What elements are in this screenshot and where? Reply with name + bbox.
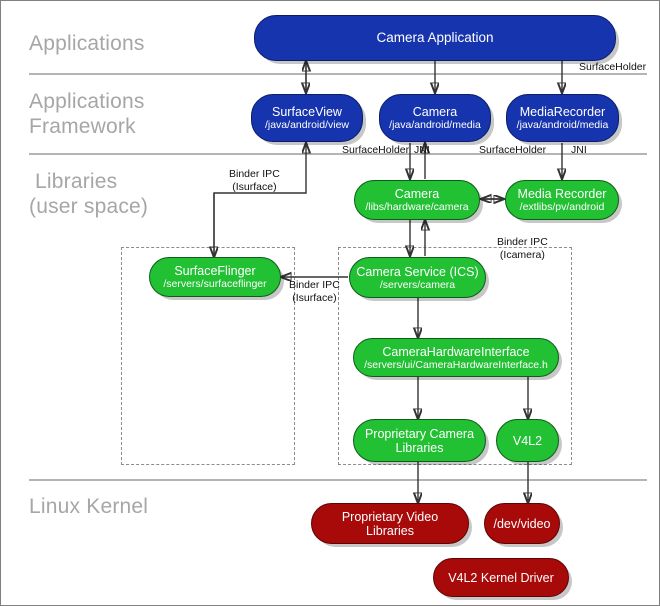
- node-dev-video[interactable]: /dev/video: [484, 503, 560, 544]
- edge-label-surfaceholder-camera: SurfaceHolder: [342, 144, 410, 156]
- node-subtitle: /libs/hardware/camera: [365, 201, 469, 213]
- node-title: Proprietary Video: [341, 509, 439, 524]
- node-subtitle: /java/android/media: [389, 119, 481, 131]
- node-title: Camera Application: [376, 30, 494, 45]
- edge-label-binder-ipc-isurface-mid: Binder IPC (Isurface): [289, 279, 340, 304]
- node-title: CameraHardwareInterface: [382, 344, 530, 359]
- node-subtitle: Libraries: [395, 440, 444, 455]
- node-title: Camera Service (ICS): [356, 264, 479, 279]
- layer-divider-applications: [29, 73, 647, 75]
- node-proprietary-camera-libraries[interactable]: Proprietary Camera Libraries: [353, 419, 486, 462]
- node-subtitle: /servers/ui/CameraHardwareInterface.h: [364, 358, 548, 371]
- node-camera-application[interactable]: Camera Application: [254, 15, 616, 61]
- node-mediarecorder-java[interactable]: MediaRecorder /java/android/media: [506, 94, 619, 142]
- node-title: V4L2: [512, 433, 543, 448]
- node-title: SurfaceView: [272, 105, 342, 119]
- node-title: Camera: [412, 105, 458, 119]
- node-subtitle: /java/android/view: [264, 119, 350, 131]
- node-subtitle: Libraries: [366, 523, 414, 538]
- edge-label-surfaceholder-app: SurfaceHolder: [579, 61, 647, 73]
- edge-label-surfaceholder-mediarecorder: SurfaceHolder: [479, 144, 547, 156]
- node-proprietary-video-libraries[interactable]: Proprietary Video Libraries: [311, 503, 469, 544]
- node-subtitle: /servers/surfaceflinger: [163, 278, 267, 290]
- layer-label-applications: Applications: [29, 32, 145, 55]
- node-subtitle: /extlibs/pv/android: [519, 201, 605, 213]
- node-title: MediaRecorder: [519, 105, 606, 119]
- edge-label-binder-ipc-icamera: Binder IPC (Icamera): [497, 236, 548, 261]
- layer-divider-kernel: [29, 479, 647, 481]
- node-subtitle: /servers/camera: [379, 278, 456, 291]
- node-camera-java[interactable]: Camera /java/android/media: [379, 94, 491, 142]
- layer-label-linux-kernel: Linux Kernel: [29, 495, 149, 518]
- layer-divider-framework: [29, 153, 647, 155]
- node-camera-lib[interactable]: Camera /libs/hardware/camera: [354, 180, 480, 220]
- node-title: Media Recorder: [517, 187, 607, 201]
- layer-label-libraries: Libraries (user space): [29, 170, 149, 218]
- node-camera-service[interactable]: Camera Service (ICS) /servers/camera: [349, 257, 486, 298]
- dashed-group-camera-stack: [338, 247, 572, 465]
- node-camera-hardware-interface[interactable]: CameraHardwareInterface /servers/ui/Came…: [353, 338, 559, 377]
- layer-label-applications-framework: Applications Framework: [29, 90, 145, 138]
- node-surfaceview[interactable]: SurfaceView /java/android/view: [251, 94, 363, 142]
- node-subtitle: /java/android/media: [516, 119, 609, 131]
- node-title: V4L2 Kernel Driver: [448, 570, 554, 585]
- node-title: Proprietary Camera: [364, 426, 475, 441]
- node-title: /dev/video: [493, 516, 551, 531]
- node-surfaceflinger[interactable]: SurfaceFlinger /servers/surfaceflinger: [149, 257, 281, 297]
- node-v4l2[interactable]: V4L2: [496, 419, 559, 462]
- node-v4l2-kernel-driver[interactable]: V4L2 Kernel Driver: [433, 558, 569, 597]
- edge-label-jni-camera: JNI: [414, 144, 430, 156]
- edge-label-binder-ipc-isurface-top: Binder IPC (Isurface): [229, 168, 280, 193]
- node-title: Camera: [394, 187, 440, 201]
- node-media-recorder-lib[interactable]: Media Recorder /extlibs/pv/android: [505, 180, 619, 220]
- node-title: SurfaceFlinger: [174, 264, 256, 278]
- edge-label-jni-mediarecorder: JNI: [571, 144, 587, 156]
- dashed-group-surfaceflinger: [121, 247, 295, 465]
